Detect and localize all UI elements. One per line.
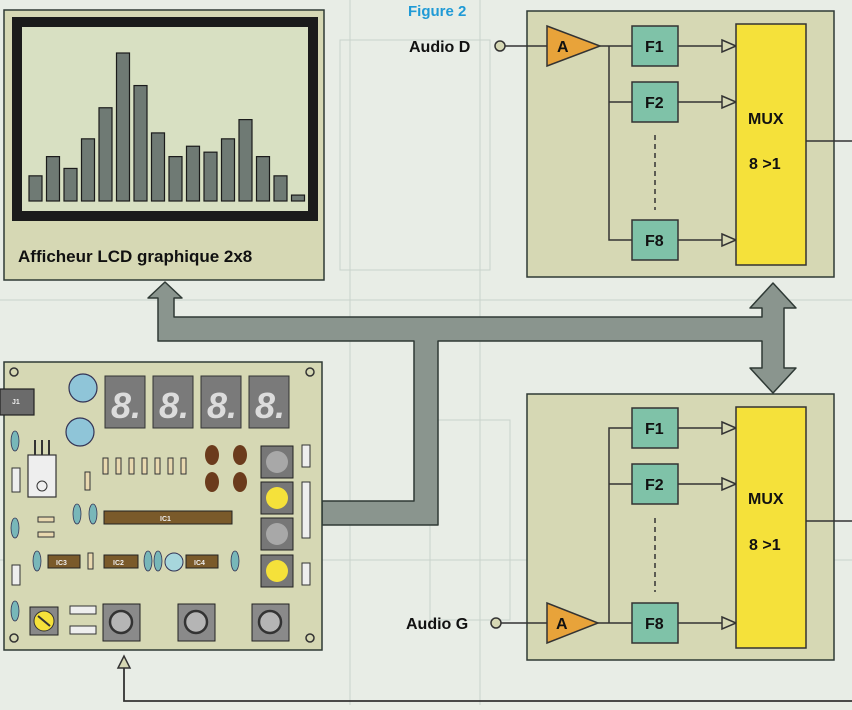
lcd-bar — [28, 175, 43, 202]
electrolytic-capacitor — [65, 417, 95, 447]
mux-top-label: MUX — [748, 111, 784, 128]
filter-bottom-f1 — [631, 407, 679, 449]
lcd-bar — [168, 156, 183, 202]
control-pcb: J1 8. 8. 8. 8. — [0, 361, 323, 651]
lcd-bar — [290, 194, 306, 202]
dc-jack-j1 — [0, 388, 35, 416]
seven-seg-value: 8. — [207, 385, 237, 426]
mux-bottom — [735, 406, 807, 649]
lcd-bar-graph — [28, 52, 306, 202]
seven-seg-digit — [104, 375, 146, 429]
seven-seg-digit — [248, 375, 290, 429]
resistor-array — [37, 457, 187, 570]
ic-chip — [103, 510, 233, 525]
lcd-bar — [45, 156, 61, 202]
arrow-up-icon — [116, 654, 132, 669]
mux-bottom-ratio: 8 >1 — [749, 537, 781, 554]
audio-g-input-jack — [490, 617, 502, 629]
channel-top: Audio D A F1 F2 F8 MUX 8 >1 — [409, 10, 852, 278]
dc-jack-label: J1 — [12, 399, 20, 406]
bottom-buttons — [102, 603, 290, 642]
filter-bottom-f8-label: F8 — [645, 616, 664, 633]
filter-top-f8 — [631, 219, 679, 261]
lcd-bar — [150, 132, 166, 202]
seven-seg-digit — [152, 375, 194, 429]
amplifier-bottom — [546, 601, 601, 645]
seven-seg-value: 8. — [111, 385, 141, 426]
ic-chip — [47, 554, 81, 569]
seven-segment-display: 8. 8. 8. 8. — [104, 375, 290, 429]
seven-seg-value: 8. — [159, 385, 189, 426]
lcd-bar — [255, 156, 271, 202]
pcb-mount-hole — [305, 367, 315, 377]
ic-label: IC4 — [194, 560, 205, 567]
lcd-bar — [220, 138, 236, 202]
pcb-mount-hole — [9, 367, 19, 377]
film-capacitors — [10, 430, 240, 622]
mux-top-ratio: 8 >1 — [749, 156, 781, 173]
filter-top-f8-label: F8 — [645, 233, 664, 250]
lcd-bar — [133, 84, 148, 202]
pcb-mount-hole — [305, 633, 315, 643]
pin-header — [11, 444, 311, 635]
mux-top — [735, 23, 807, 266]
mux-bottom-label: MUX — [748, 491, 784, 508]
seven-seg-digit — [200, 375, 242, 429]
feedback-line — [116, 654, 852, 702]
figure-label: Figure 2 — [408, 3, 466, 20]
pcb-mount-hole — [9, 633, 19, 643]
audio-g-label: Audio G — [406, 616, 468, 633]
ic-chip — [185, 554, 219, 569]
lcd-bar — [80, 138, 96, 202]
audio-d-label: Audio D — [409, 39, 470, 56]
data-bus — [147, 281, 797, 526]
ic-label: IC2 — [113, 560, 124, 567]
lcd-bar — [185, 145, 201, 202]
filter-bottom-f2 — [631, 463, 679, 505]
lcd-bar — [203, 151, 218, 202]
ic-chip — [103, 554, 139, 569]
lcd-bar — [63, 167, 78, 202]
amp-top-label: A — [557, 39, 569, 56]
filter-bottom-f1-label: F1 — [645, 421, 664, 438]
filter-top-f2 — [631, 81, 679, 123]
filter-bottom-f8 — [631, 602, 679, 644]
lcd-caption: Afficheur LCD graphique 2x8 — [18, 247, 252, 266]
amp-bottom-label: A — [556, 616, 568, 633]
filter-top-f1-label: F1 — [645, 39, 664, 56]
lcd-bar — [115, 52, 131, 202]
filter-top-f2-label: F2 — [645, 95, 664, 112]
channel-bottom: Audio G A F1 F2 F8 MUX 8 >1 — [406, 393, 852, 661]
seven-seg-value: 8. — [255, 385, 285, 426]
ic-label: IC3 — [56, 560, 67, 567]
amplifier-top — [546, 24, 603, 68]
lcd-bar — [98, 107, 113, 202]
audio-d-input-jack — [494, 40, 506, 52]
ic-label: IC1 — [160, 516, 171, 523]
lcd-bar — [273, 175, 288, 202]
crystal — [164, 552, 184, 572]
bus-path — [147, 281, 797, 526]
ceramic-capacitors — [205, 445, 247, 492]
lcd-bar — [238, 118, 253, 202]
electrolytic-capacitor — [68, 373, 98, 403]
filter-bottom-f2-label: F2 — [645, 477, 664, 494]
